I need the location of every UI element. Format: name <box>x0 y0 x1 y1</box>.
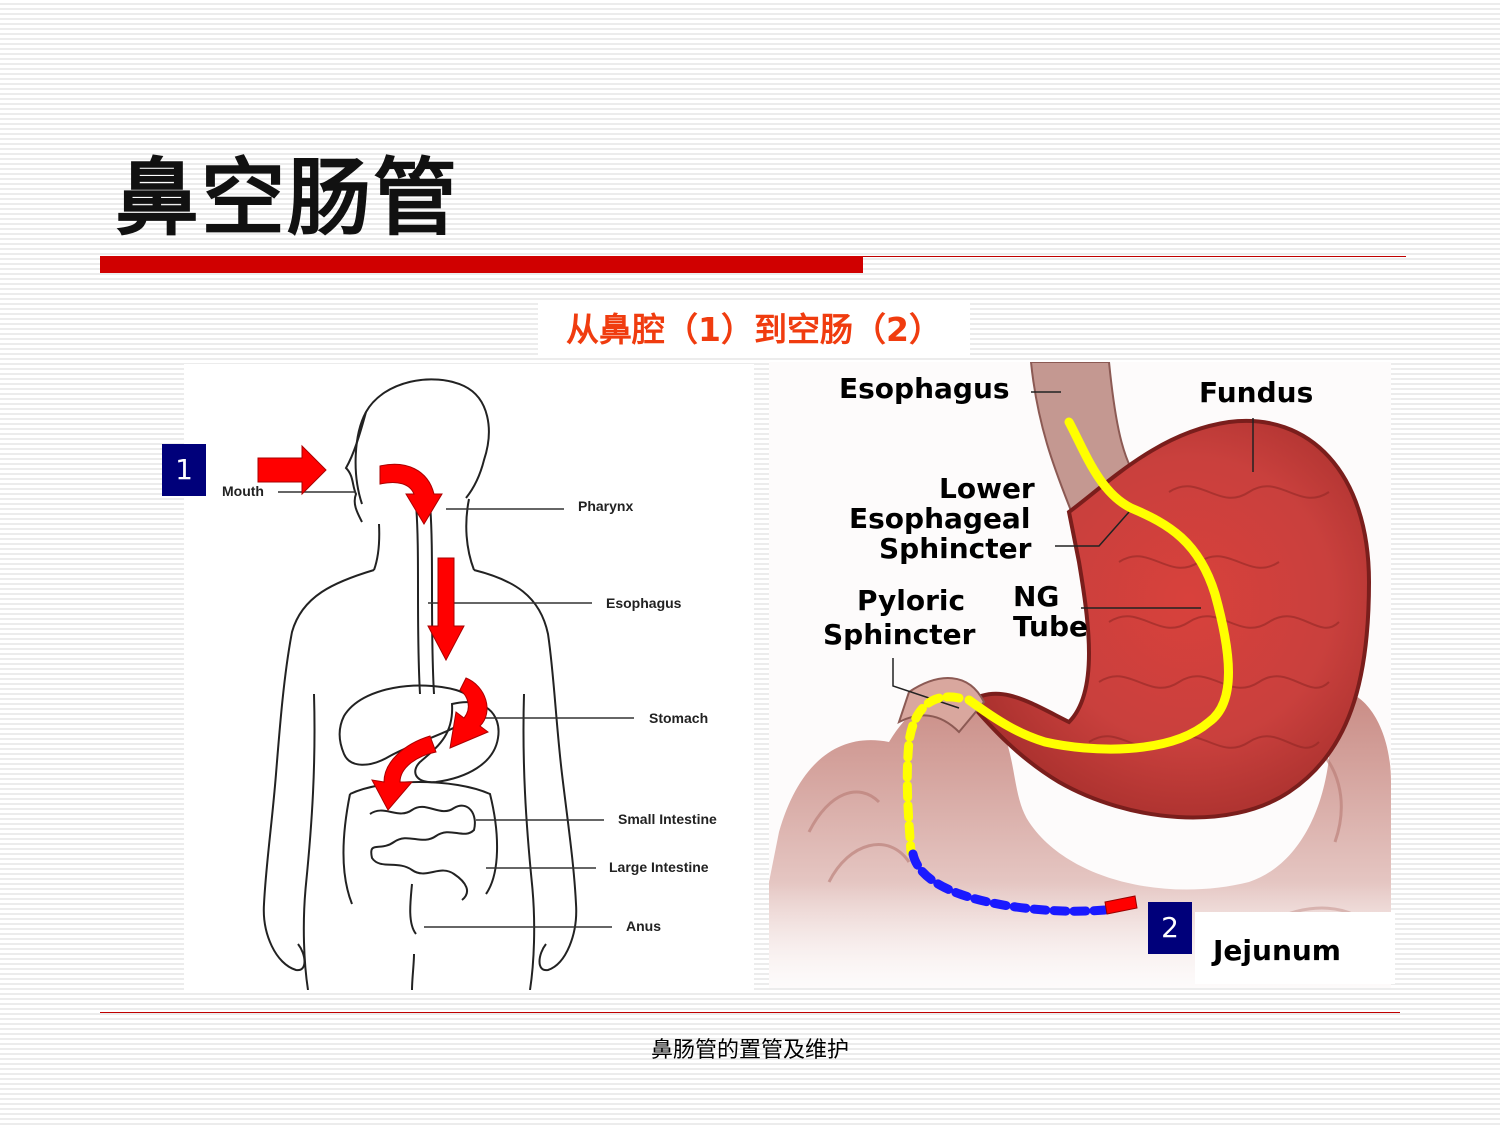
label-pharynx: Pharynx <box>578 498 634 514</box>
label-small-intestine: Small Intestine <box>618 811 717 827</box>
jejunum-label-background <box>1195 912 1395 984</box>
ng-tube-yellow <box>964 417 1233 754</box>
torso-left <box>302 693 316 991</box>
face-profile <box>344 411 367 523</box>
step-badge-1: 1 <box>162 444 206 496</box>
label-anus: Anus <box>626 918 661 934</box>
neck-outline <box>373 498 475 571</box>
stomach-illustration <box>769 362 1391 988</box>
label-pyloric-line2: Sphincter <box>823 618 976 651</box>
arrow-down-esophagus <box>427 557 465 662</box>
label-stomach: Stomach <box>649 710 709 726</box>
arrow-nasal-curve <box>379 463 443 525</box>
label-large-intestine: Large Intestine <box>609 859 709 875</box>
label-esophagus: Esophagus <box>606 595 682 611</box>
ng-tube-blue-dotted <box>908 849 1110 916</box>
liver-outline <box>338 684 476 766</box>
label-mouth: Mouth <box>222 483 264 499</box>
stomach-body <box>965 418 1372 820</box>
slide-subtitle: 从鼻腔（1）到空肠（2） <box>566 310 942 349</box>
step-badge-2: 2 <box>1148 902 1192 954</box>
label-les-line3: Sphincter <box>879 532 1032 565</box>
label-ng-line2: Tube <box>1013 610 1088 643</box>
digestive-system-diagram: Mouth Pharynx Esophagus Stomach Small In… <box>184 364 754 991</box>
title-underline-thin <box>863 256 1406 257</box>
rectum-outline <box>409 883 417 935</box>
ng-tube-yellow-dotted <box>902 692 964 857</box>
ng-tube-tip <box>1104 895 1138 915</box>
arrow-into-nose <box>257 444 327 496</box>
label-jejunum: Jejunum <box>1213 934 1341 967</box>
label-esophagus-right: Esophagus <box>839 372 1010 405</box>
label-les-line1: Lower <box>939 472 1035 505</box>
label-les-line2: Esophageal <box>849 502 1031 535</box>
torso-right <box>522 693 536 991</box>
small-intestine-coils <box>369 804 476 901</box>
label-fundus: Fundus <box>1199 376 1314 409</box>
large-intestine-outline <box>342 781 499 905</box>
label-pyloric-line1: Pyloric <box>857 584 966 617</box>
subtitle-background <box>538 302 970 358</box>
esophagus-tube <box>415 503 435 695</box>
slide-footer: 鼻肠管的置管及维护 <box>650 1038 849 1063</box>
label-ng-line1: NG <box>1013 580 1060 613</box>
digestive-system-illustration <box>257 378 634 991</box>
title-underline-bar <box>100 256 863 273</box>
left-arm-outline <box>262 569 375 972</box>
legs-hint <box>411 953 415 991</box>
slide-title: 鼻空肠管 <box>115 149 460 247</box>
footer-divider <box>100 1012 1400 1013</box>
arrow-into-intestine <box>371 735 437 811</box>
right-arm-outline <box>473 569 578 972</box>
stomach-anatomy-diagram: Esophagus Fundus Lower Esophageal Sphinc… <box>769 362 1391 988</box>
arrow-into-stomach <box>449 677 489 749</box>
